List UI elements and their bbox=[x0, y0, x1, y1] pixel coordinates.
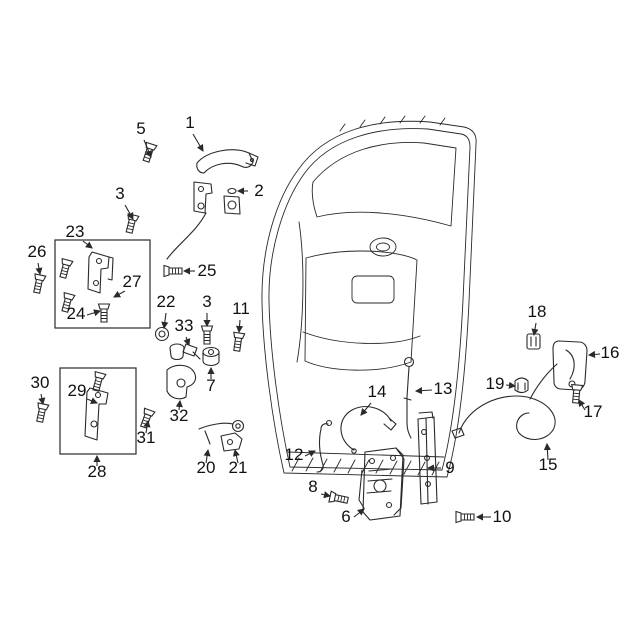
screw-8 bbox=[328, 490, 350, 507]
callout-2: 2 bbox=[254, 181, 263, 200]
callout-21: 21 bbox=[229, 458, 248, 477]
callout-33: 33 bbox=[175, 316, 194, 335]
lower-hinge bbox=[84, 387, 109, 441]
callout-1: 1 bbox=[185, 113, 194, 132]
callout-leader-5 bbox=[143, 139, 152, 158]
callout-10: 10 bbox=[493, 507, 512, 526]
callout-20: 20 bbox=[197, 458, 216, 477]
callout-leader-26 bbox=[35, 262, 43, 276]
callout-25: 25 bbox=[198, 261, 217, 280]
latch-cable bbox=[340, 406, 397, 454]
callout-leader-30 bbox=[38, 393, 46, 406]
lock-barrel bbox=[202, 346, 220, 367]
callout-leader-8 bbox=[320, 491, 332, 499]
callout-7: 7 bbox=[206, 376, 215, 395]
lock-rod-front bbox=[316, 419, 333, 473]
callout-17: 17 bbox=[584, 402, 603, 421]
key-tumbler bbox=[182, 343, 201, 360]
gasket bbox=[227, 187, 237, 195]
exterior-door-handle bbox=[196, 149, 259, 174]
callout-29: 29 bbox=[68, 381, 87, 400]
lock-cylinder-housing bbox=[223, 195, 241, 215]
callout-leader-18 bbox=[531, 322, 539, 337]
lock-rod-rear bbox=[403, 356, 415, 439]
hinge-bolt-c bbox=[97, 303, 111, 323]
callout-15: 15 bbox=[539, 455, 558, 474]
door-latch bbox=[358, 447, 405, 521]
upper-hinge-kit-box bbox=[54, 239, 151, 329]
window-guide-channel bbox=[417, 411, 438, 505]
interior-handle-cable bbox=[451, 363, 558, 440]
callout-leader-19 bbox=[505, 381, 517, 389]
callout-leader-24 bbox=[86, 309, 102, 317]
bolt-17 bbox=[569, 383, 584, 404]
callout-16: 16 bbox=[601, 343, 620, 362]
callout-9: 9 bbox=[445, 458, 454, 477]
callout-leader-27 bbox=[113, 290, 126, 298]
callout-leader-12 bbox=[304, 450, 316, 457]
callout-leader-22 bbox=[161, 312, 169, 330]
callout-5: 5 bbox=[136, 119, 145, 138]
callout-leader-33 bbox=[183, 336, 191, 347]
callout-leader-21 bbox=[232, 448, 240, 464]
callout-leader-32 bbox=[175, 399, 183, 411]
callout-11: 11 bbox=[232, 299, 250, 318]
callout-leader-14 bbox=[360, 402, 372, 416]
callout-23: 23 bbox=[66, 222, 85, 241]
lower-hinge-kit-box bbox=[59, 367, 137, 455]
hinge-bolt-d bbox=[89, 371, 107, 393]
bolt-30 bbox=[33, 402, 50, 424]
callout-24: 24 bbox=[67, 304, 86, 323]
callout-13: 13 bbox=[434, 379, 453, 398]
callout-leader-23 bbox=[82, 240, 93, 249]
callout-6: 6 bbox=[341, 507, 350, 526]
callout-31: 31 bbox=[137, 428, 156, 447]
callout-26: 26 bbox=[28, 242, 47, 261]
callout-leader-15 bbox=[543, 442, 551, 461]
callout-3a: 3 bbox=[115, 184, 124, 203]
callout-30: 30 bbox=[31, 373, 50, 392]
bolt-10 bbox=[455, 510, 475, 524]
callout-leader-3a bbox=[124, 204, 134, 220]
cable-clip bbox=[514, 377, 529, 394]
door-check-strap bbox=[198, 419, 245, 452]
upper-hinge bbox=[87, 251, 114, 294]
callout-12: 12 bbox=[285, 445, 304, 464]
callout-leader-17 bbox=[578, 399, 586, 411]
callout-14: 14 bbox=[368, 382, 387, 401]
callout-32: 32 bbox=[170, 406, 189, 425]
callout-22: 22 bbox=[157, 292, 176, 311]
screw-11 bbox=[230, 331, 246, 353]
callout-leader-11 bbox=[235, 319, 244, 334]
handle-rod bbox=[166, 212, 207, 260]
callout-leader-13 bbox=[414, 387, 433, 395]
callout-3b: 3 bbox=[202, 292, 211, 311]
bolt-25 bbox=[163, 264, 183, 278]
callout-19: 19 bbox=[486, 374, 505, 393]
striker-bracket bbox=[166, 364, 197, 400]
screw-3-lower bbox=[200, 325, 214, 345]
hinge-bolt-a bbox=[56, 258, 74, 280]
callout-leader-16 bbox=[587, 350, 601, 359]
callout-leader-20 bbox=[203, 448, 211, 464]
screw-31 bbox=[137, 407, 156, 430]
callout-leader-6 bbox=[353, 508, 365, 518]
callout-27: 27 bbox=[123, 272, 142, 291]
retainer-clip bbox=[526, 333, 541, 350]
door-inner-panel bbox=[261, 115, 477, 478]
callout-leader-31 bbox=[143, 419, 151, 434]
callout-18: 18 bbox=[528, 302, 547, 321]
handle-reinforcement-bracket bbox=[193, 181, 213, 214]
interior-door-handle bbox=[552, 340, 588, 391]
callout-28: 28 bbox=[88, 462, 107, 481]
callout-8: 8 bbox=[308, 477, 317, 496]
bolt-26 bbox=[30, 273, 47, 295]
callout-leader-1 bbox=[192, 133, 204, 152]
callout-leader-29 bbox=[86, 397, 98, 405]
